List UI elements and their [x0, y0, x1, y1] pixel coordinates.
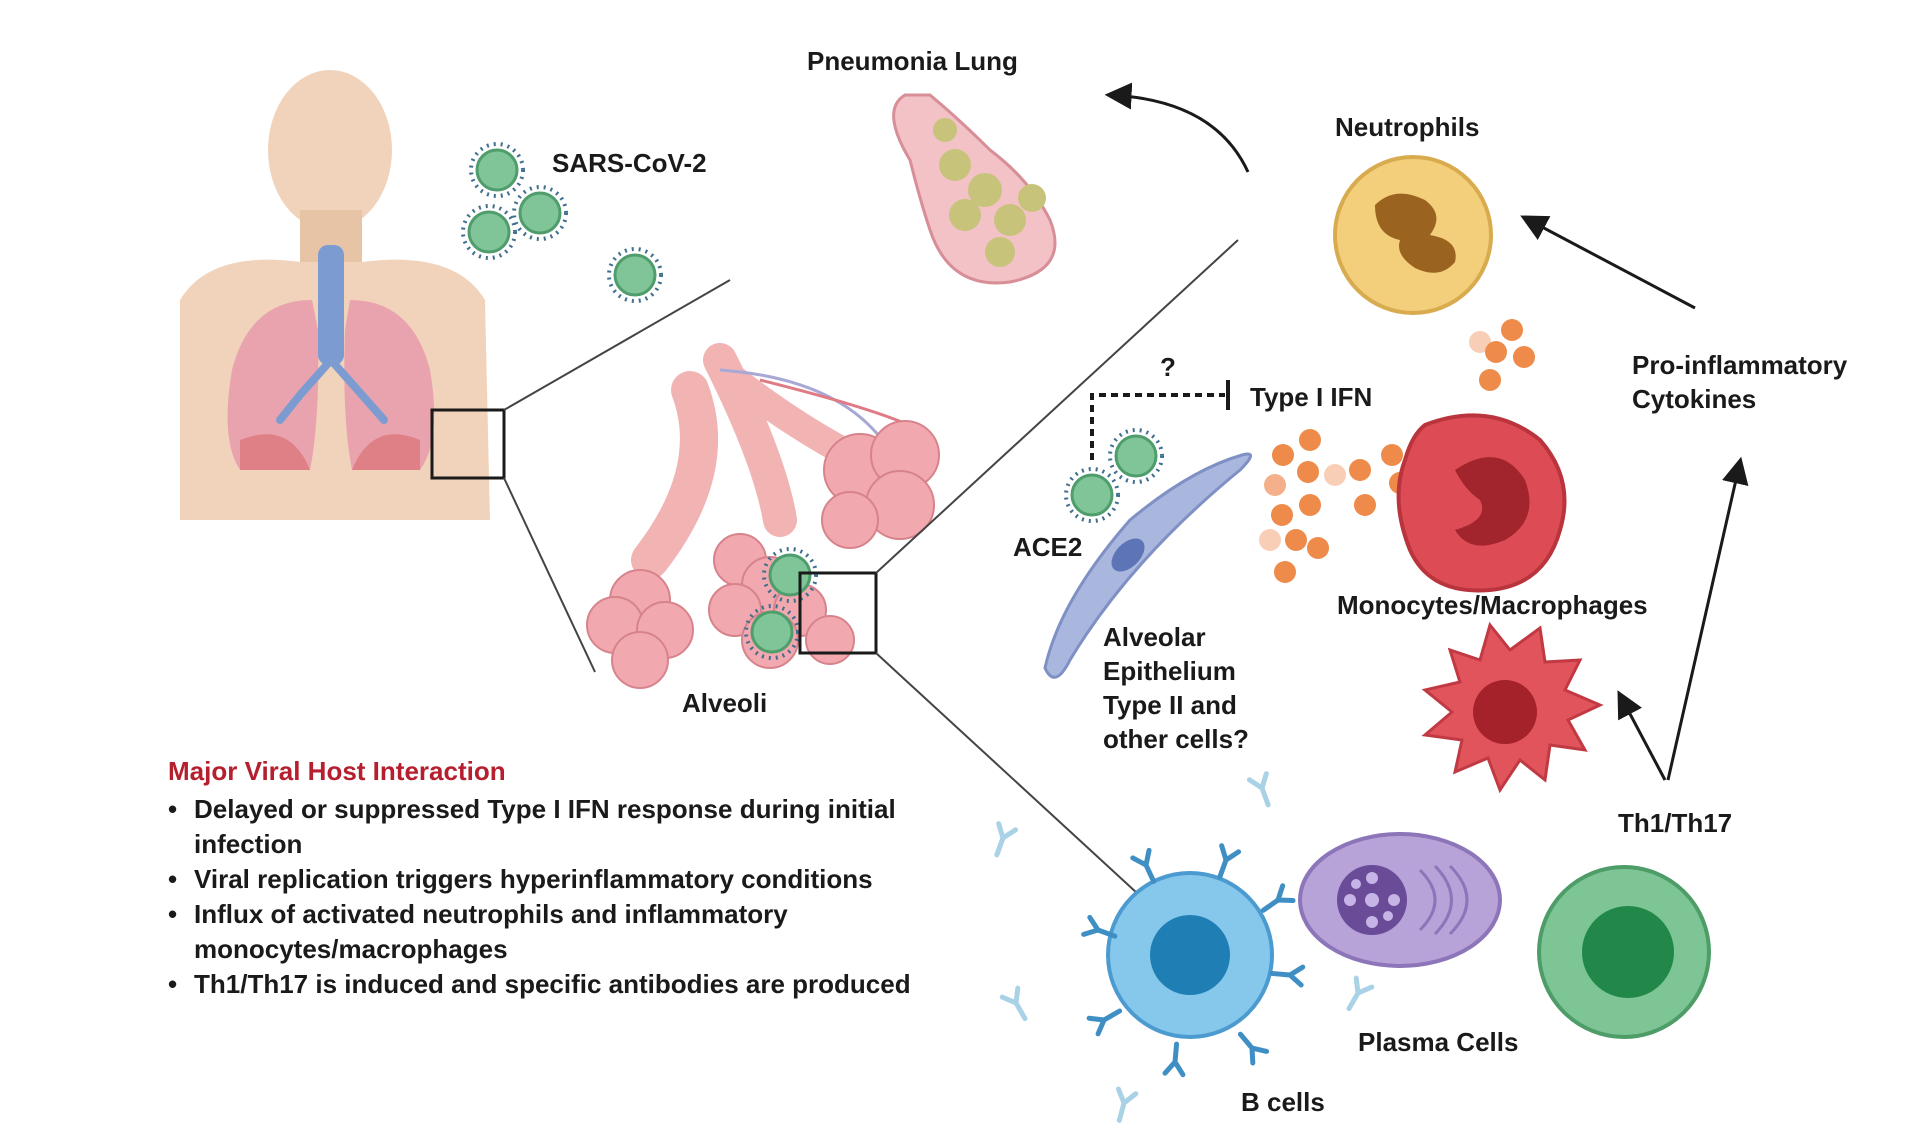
summary-point: Viral replication triggers hyperinflamma… — [168, 862, 958, 897]
b-cell — [1084, 846, 1303, 1075]
pro-inflammatory-cytokines-label: Pro-inflammatory Cytokines — [1632, 350, 1848, 414]
plasma-cell — [1298, 832, 1502, 968]
ace2-label: ACE2 — [1013, 532, 1083, 562]
pneumonia-lung-label: Pneumonia Lung — [807, 46, 1018, 76]
virus-icon — [1064, 467, 1120, 523]
summary-point: Th1/Th17 is induced and specific antibod… — [168, 967, 958, 1002]
plasma-cells-label: Plasma Cells — [1358, 1027, 1519, 1057]
alveoli-illustration — [586, 343, 940, 689]
cytokine-particles — [1259, 319, 1535, 583]
th-cell — [1537, 865, 1711, 1039]
neutrophils-label: Neutrophils — [1335, 112, 1480, 142]
monocytes-macrophages-label: Monocytes/Macrophages — [1337, 590, 1648, 620]
summary-point: Delayed or suppressed Type I IFN respons… — [168, 792, 958, 862]
b-cells-label: B cells — [1241, 1087, 1325, 1117]
neutrophil-cell — [1333, 155, 1493, 315]
alveolar-epithelium-label: Alveolar Epithelium Type II and other ce… — [1103, 622, 1249, 754]
human-body-illustration — [180, 70, 506, 520]
summary-title: Major Viral Host Interaction — [168, 756, 506, 786]
macrophage-cell — [1396, 413, 1567, 593]
pneumonia-lung-illustration — [892, 93, 1057, 285]
summary-point: Influx of activated neutrophils and infl… — [168, 897, 958, 967]
alveoli-label: Alveoli — [682, 688, 768, 718]
sars-cov-2-label: SARS-CoV-2 — [552, 148, 707, 178]
ifn-inhibition-line — [1090, 380, 1230, 460]
type-i-ifn-label: Type I IFN — [1250, 382, 1373, 412]
summary-list: Delayed or suppressed Type I IFN respons… — [168, 792, 958, 1002]
alveolar-epithelium-cell — [1043, 452, 1252, 679]
th1-th17-label: Th1/Th17 — [1618, 808, 1733, 838]
dendritic-cell — [1421, 621, 1604, 794]
question-mark-label: ? — [1160, 352, 1176, 382]
virus-icon — [1108, 428, 1164, 484]
lung-zoom-box — [430, 408, 506, 480]
alveoli-zoom-box — [798, 571, 878, 655]
